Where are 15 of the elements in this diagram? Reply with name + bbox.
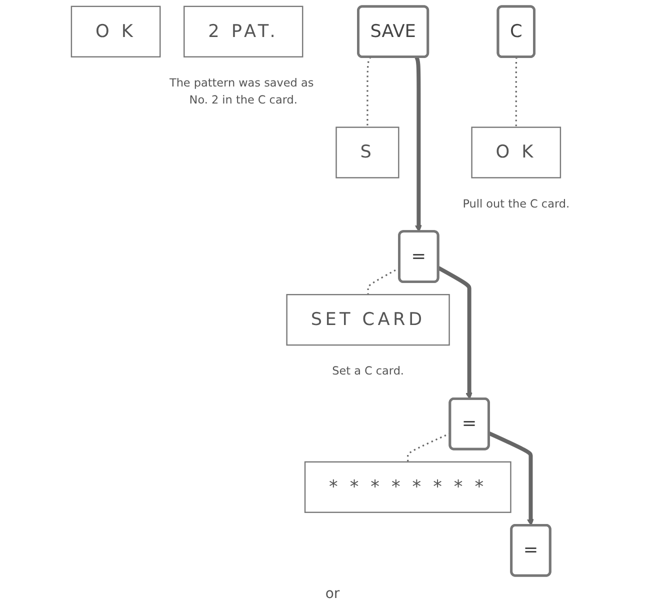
node-box: O K <box>70 6 161 58</box>
connector-word: or <box>325 586 340 602</box>
node-label: Set a C card. <box>332 365 404 378</box>
node-box: 2 PAT. <box>184 6 304 58</box>
node-box: S <box>336 126 400 178</box>
node-box: O K <box>471 126 562 178</box>
arrow <box>437 266 472 400</box>
node-box: SET CARD <box>286 294 450 346</box>
arrow <box>488 431 534 526</box>
connector <box>366 56 372 128</box>
node-box: * * * * * * * * <box>304 461 512 513</box>
arrow <box>414 56 422 232</box>
node-label: Pull out the C card. <box>462 198 570 211</box>
node-label: The pattern was saved as No. 2 in the C card. <box>169 76 314 106</box>
connector <box>515 56 518 128</box>
